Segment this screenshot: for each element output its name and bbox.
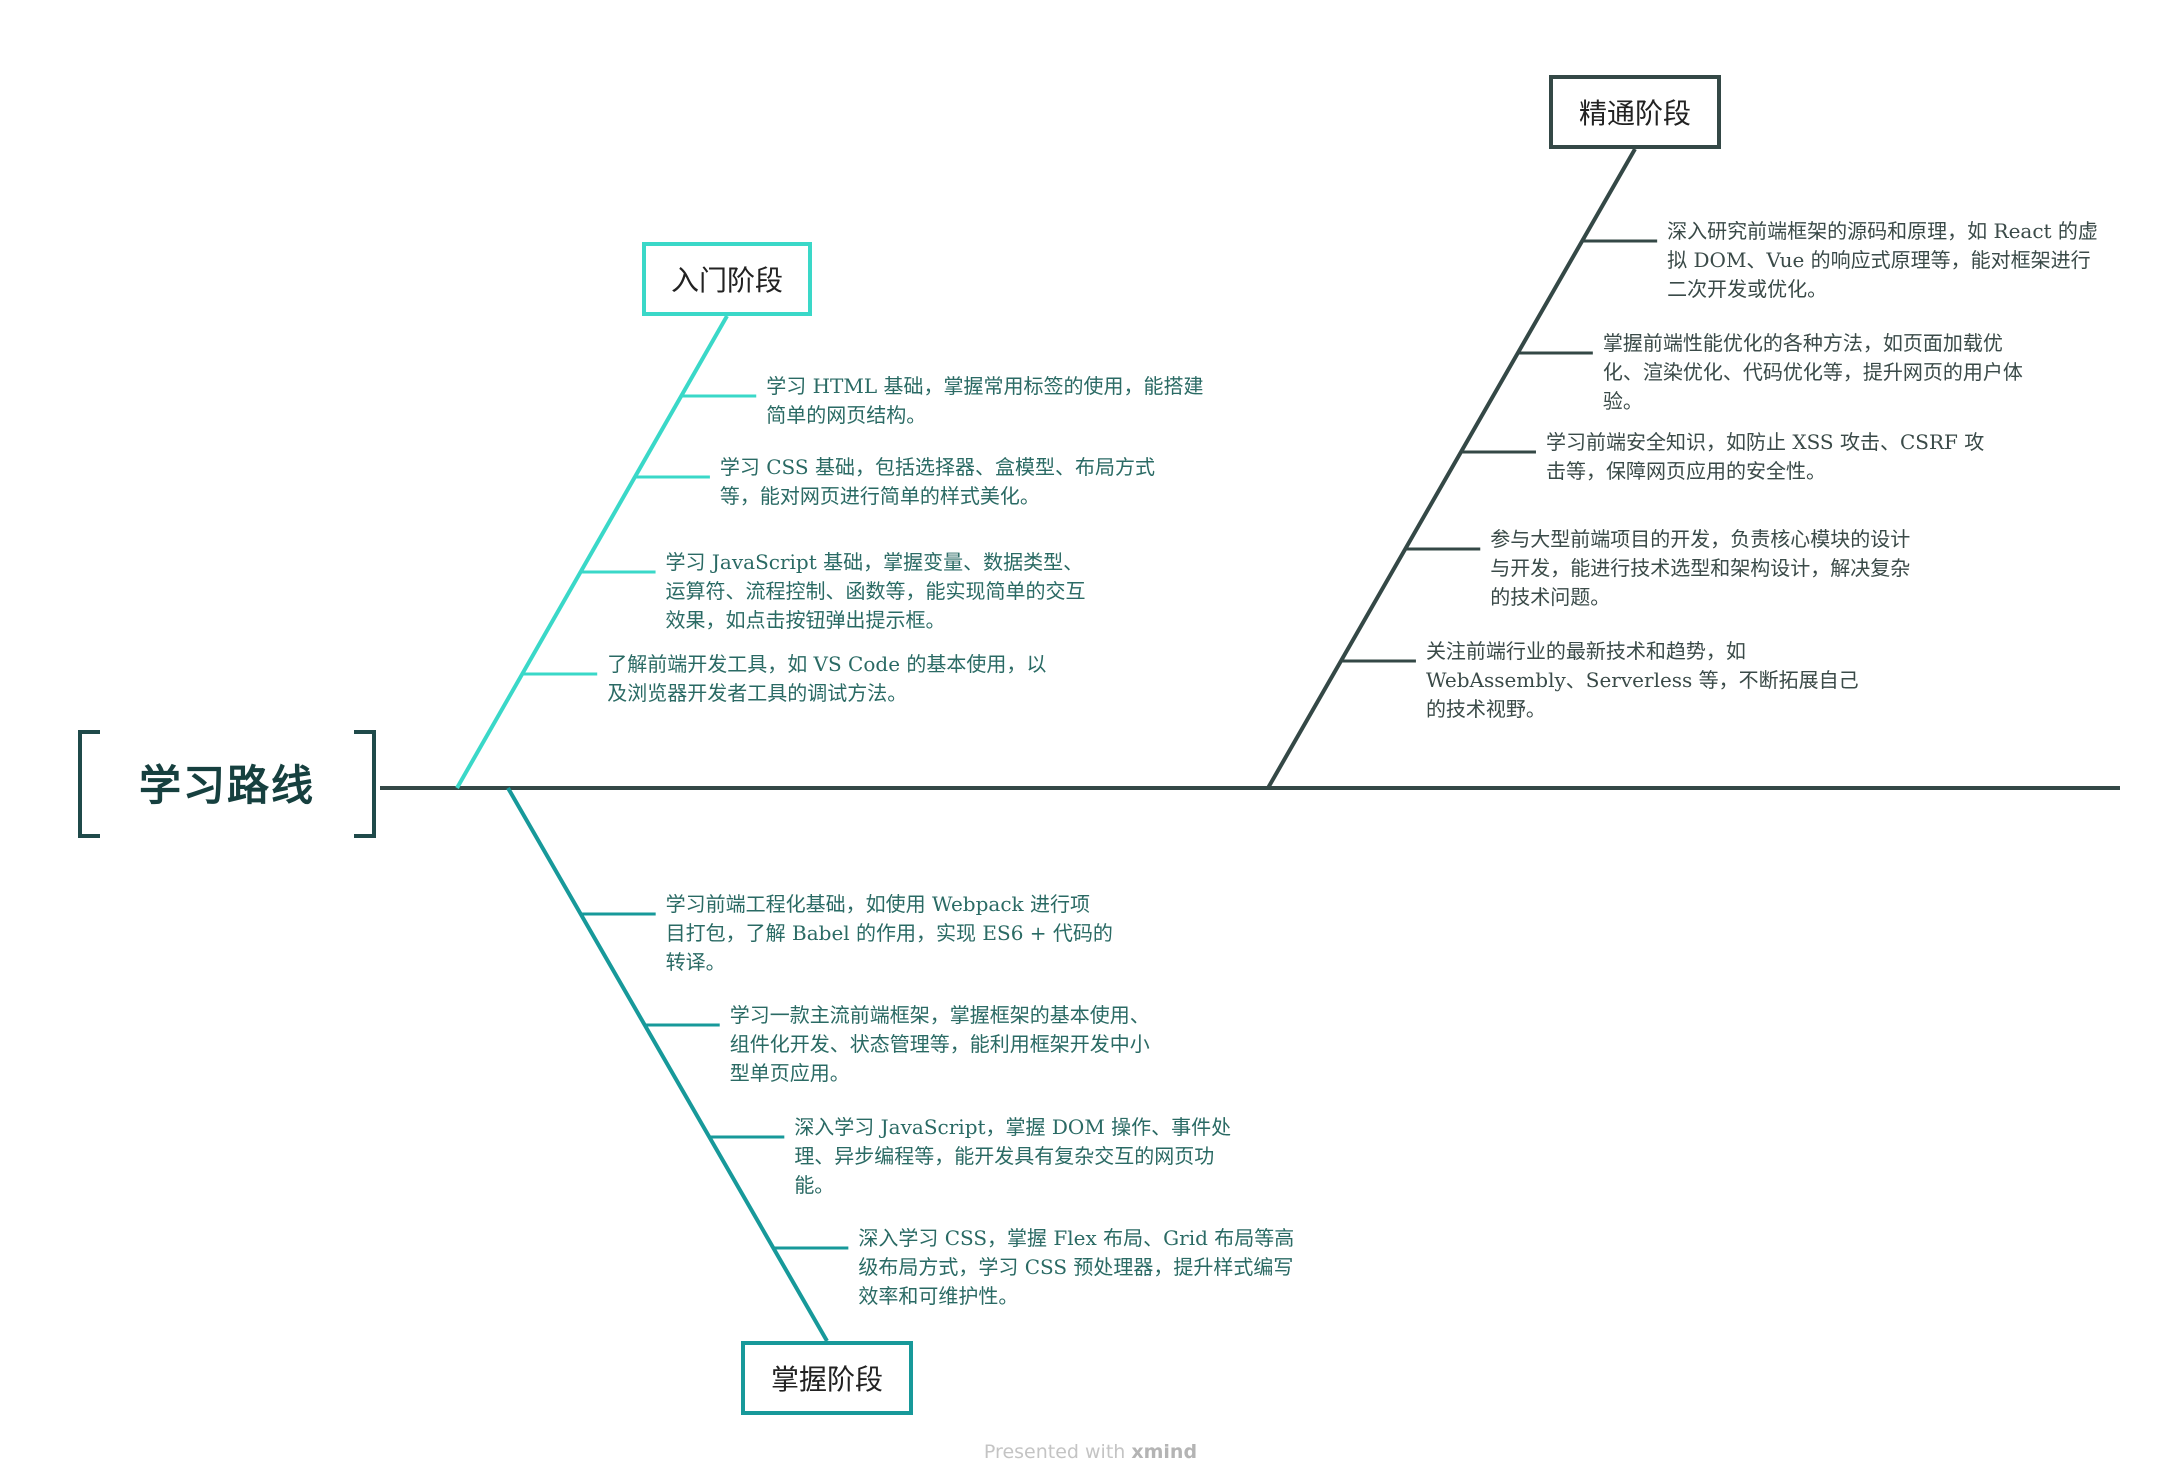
root-bracket-right xyxy=(354,730,376,838)
xmind-watermark: Presented with xmind xyxy=(983,1441,1198,1463)
subtopic-line: 深入学习 JavaScript，掌握 DOM 操作、事件处 xyxy=(794,1115,1232,1139)
subtopic-master-3[interactable]: 参与大型前端项目的开发，负责核心模块的设计与开发，能进行技术选型和架构设计，解决… xyxy=(1490,525,1910,612)
subtopic-line: 深入学习 CSS，掌握 Flex 布局、Grid 布局等高 xyxy=(858,1226,1295,1250)
subtopic-beginner-1[interactable]: 学习 CSS 基础，包括选择器、盒模型、布局方式等，能对网页进行简单的样式美化。 xyxy=(720,453,1155,511)
root-title: 学习路线 xyxy=(138,761,315,810)
subtopic-line: 效率和可维护性。 xyxy=(858,1284,1019,1308)
stage-label-master: 精通阶段 xyxy=(1578,97,1691,130)
root-bracket-left xyxy=(78,730,100,838)
subtopic-line: 的技术视野。 xyxy=(1425,697,1546,721)
subtopic-line: 简单的网页结构。 xyxy=(766,403,927,427)
stage-box-beginner[interactable]: 入门阶段 xyxy=(642,242,812,316)
subtopic-line: 的技术问题。 xyxy=(1490,585,1611,609)
xmind-brand: xmind xyxy=(1131,1441,1198,1463)
subtopic-line: 化、渲染优化、代码优化等，提升网页的用户体 xyxy=(1602,360,2023,384)
subtopic-line: 运算符、流程控制、函数等，能实现简单的交互 xyxy=(665,579,1086,603)
subtopic-line: 深入研究前端框架的源码和原理，如 React 的虚 xyxy=(1667,219,2098,243)
subtopic-beginner-3[interactable]: 了解前端开发工具，如 VS Code 的基本使用，以及浏览器开发者工具的调试方法… xyxy=(607,650,1046,708)
subtopic-line: 击等，保障网页应用的安全性。 xyxy=(1545,459,1826,483)
stage-label-proficient: 掌握阶段 xyxy=(770,1363,883,1396)
subtopic-line: 组件化开发、状态管理等，能利用框架开发中小 xyxy=(729,1032,1150,1056)
bone-line-master xyxy=(1266,148,1637,789)
subtopic-line: 参与大型前端项目的开发，负责核心模块的设计 xyxy=(1490,527,1911,551)
subtopic-line: 学习前端工程化基础，如使用 Webpack 进行项 xyxy=(665,892,1090,916)
subtopic-line: 了解前端开发工具，如 VS Code 的基本使用，以 xyxy=(607,652,1047,676)
subtopic-proficient-0[interactable]: 学习前端工程化基础，如使用 Webpack 进行项目打包，了解 Babel 的作… xyxy=(666,890,1113,977)
subtopic-beginner-0[interactable]: 学习 HTML 基础，掌握常用标签的使用，能搭建简单的网页结构。 xyxy=(766,372,1203,430)
subtopic-line: 掌握前端性能优化的各种方法，如页面加载优 xyxy=(1602,331,2003,355)
subtopic-proficient-1[interactable]: 学习一款主流前端框架，掌握框架的基本使用、组件化开发、状态管理等，能利用框架开发… xyxy=(730,1001,1150,1088)
subtopic-line: 拟 DOM、Vue 的响应式原理等，能对框架进行 xyxy=(1667,248,2091,272)
stage-box-master[interactable]: 精通阶段 xyxy=(1549,75,1721,149)
subtopic-line: 学习 HTML 基础，掌握常用标签的使用，能搭建 xyxy=(766,374,1204,398)
subtopic-line: WebAssembly、Serverless 等，不断拓展自己 xyxy=(1425,668,1859,692)
subtopic-line: 验。 xyxy=(1602,389,1643,413)
subtopic-proficient-2[interactable]: 深入学习 JavaScript，掌握 DOM 操作、事件处理、异步编程等，能开发… xyxy=(794,1113,1231,1200)
subtopic-line: 学习前端安全知识，如防止 XSS 攻击、CSRF 攻 xyxy=(1545,430,1985,454)
subtopic-line: 二次开发或优化。 xyxy=(1667,277,1828,301)
subtopic-line: 目打包，了解 Babel 的作用，实现 ES6 + 代码的 xyxy=(665,921,1113,945)
subtopic-line: 效果，如点击按钮弹出提示框。 xyxy=(665,608,946,632)
subtopic-proficient-3[interactable]: 深入学习 CSS，掌握 Flex 布局、Grid 布局等高级布局方式，学习 CS… xyxy=(858,1224,1294,1311)
subtopic-line: 转译。 xyxy=(665,950,726,974)
subtopic-line: 及浏览器开发者工具的调试方法。 xyxy=(607,681,908,705)
subtopic-line: 理、异步编程等，能开发具有复杂交互的网页功 xyxy=(794,1144,1215,1168)
subtopic-master-1[interactable]: 掌握前端性能优化的各种方法，如页面加载优化、渲染优化、代码优化等，提升网页的用户… xyxy=(1603,329,2023,416)
subtopic-line: 型单页应用。 xyxy=(729,1061,850,1085)
stage-box-proficient[interactable]: 掌握阶段 xyxy=(741,1341,913,1415)
subtopic-line: 能。 xyxy=(794,1173,835,1197)
subtopic-master-4[interactable]: 关注前端行业的最新技术和趋势，如 WebAssembly、Serverless 等… xyxy=(1426,637,1859,724)
subtopic-line: 学习 CSS 基础，包括选择器、盒模型、布局方式 xyxy=(719,455,1155,479)
subtopic-line: 关注前端行业的最新技术和趋势，如 xyxy=(1425,639,1746,663)
subtopic-master-0[interactable]: 深入研究前端框架的源码和原理，如 React 的虚拟 DOM、Vue 的响应式原… xyxy=(1667,217,2098,304)
subtopic-line: 级布局方式，学习 CSS 预处理器，提升样式编写 xyxy=(858,1255,1294,1279)
subtopic-line: 学习一款主流前端框架，掌握框架的基本使用、 xyxy=(729,1003,1150,1027)
root-topic[interactable]: 学习路线 xyxy=(78,730,376,838)
stage-label-beginner: 入门阶段 xyxy=(670,264,783,297)
subtopic-line: 等，能对网页进行简单的样式美化。 xyxy=(719,484,1040,508)
subtopic-master-2[interactable]: 学习前端安全知识，如防止 XSS 攻击、CSRF 攻击等，保障网页应用的安全性。 xyxy=(1546,428,1984,486)
subtopic-line: 与开发，能进行技术选型和架构设计，解决复杂 xyxy=(1490,556,1911,580)
subtopic-line: 学习 JavaScript 基础，掌握变量、数据类型、 xyxy=(665,550,1084,574)
subtopic-beginner-2[interactable]: 学习 JavaScript 基础，掌握变量、数据类型、运算符、流程控制、函数等，… xyxy=(666,548,1086,635)
